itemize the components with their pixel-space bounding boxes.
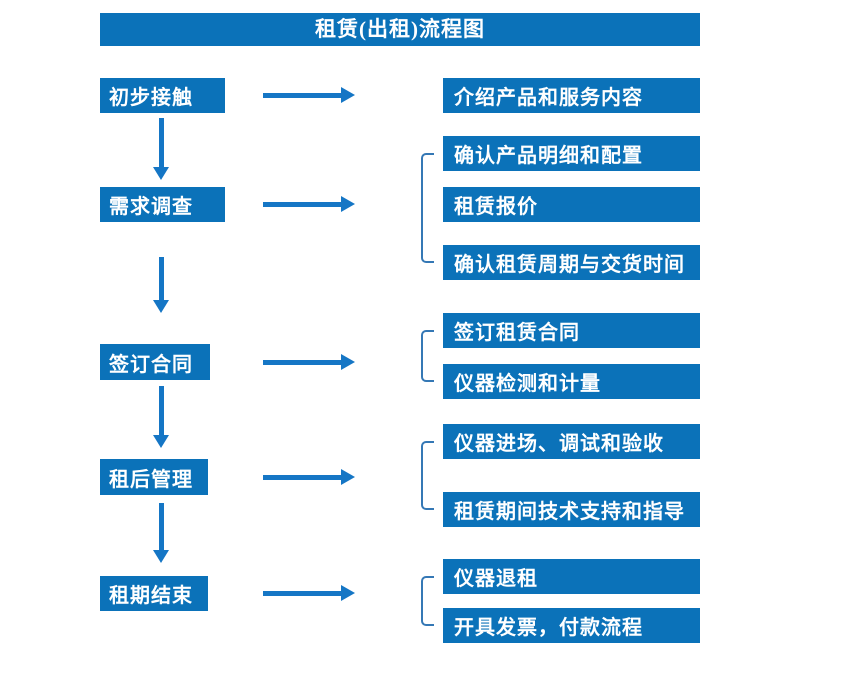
right-arrow-head-icon: [341, 87, 355, 103]
detail-box-instrument-setup: 仪器进场、调试和验收: [443, 424, 700, 459]
step-box-sign-contract: 签订合同: [100, 344, 210, 380]
detail-box-invoice-payment: 开具发票，付款流程: [443, 608, 700, 643]
right-arrow-icon: [263, 475, 341, 480]
detail-box-instrument-testing: 仪器检测和计量: [443, 364, 700, 399]
down-arrow-head-icon: [153, 300, 169, 313]
step-box-lease-end: 租期结束: [100, 576, 208, 611]
right-arrow-icon: [263, 93, 341, 98]
down-arrow-icon: [159, 503, 164, 550]
down-arrow-head-icon: [153, 167, 169, 180]
detail-box-confirm-product-spec: 确认产品明细和配置: [443, 136, 700, 171]
detail-box-sign-rental-contract: 签订租赁合同: [443, 313, 700, 348]
down-arrow-icon: [159, 386, 164, 435]
step-box-post-rental-management: 租后管理: [100, 459, 208, 495]
detail-box-introduce-products: 介绍产品和服务内容: [443, 78, 700, 113]
down-arrow-icon: [159, 118, 164, 167]
step-box-initial-contact: 初步接触: [100, 78, 225, 113]
flowchart-title: 租赁(出租)流程图: [100, 13, 700, 46]
bracket-connector-demand-survey: [421, 153, 434, 263]
step-box-demand-survey: 需求调查: [100, 187, 225, 222]
right-arrow-icon: [263, 202, 341, 207]
detail-box-instrument-return: 仪器退租: [443, 559, 700, 594]
detail-box-confirm-period: 确认租赁周期与交货时间: [443, 245, 700, 280]
detail-box-tech-support: 租赁期间技术支持和指导: [443, 492, 700, 527]
down-arrow-head-icon: [153, 550, 169, 563]
right-arrow-head-icon: [341, 469, 355, 485]
right-arrow-head-icon: [341, 585, 355, 601]
right-arrow-head-icon: [341, 196, 355, 212]
right-arrow-icon: [263, 360, 341, 365]
bracket-connector-sign-contract: [421, 330, 434, 382]
right-arrow-icon: [263, 591, 341, 596]
down-arrow-icon: [159, 257, 164, 300]
right-arrow-head-icon: [341, 354, 355, 370]
down-arrow-head-icon: [153, 435, 169, 448]
bracket-connector-post-rental: [421, 441, 434, 510]
detail-box-rental-quote: 租赁报价: [443, 187, 700, 222]
bracket-connector-lease-end: [421, 576, 434, 626]
